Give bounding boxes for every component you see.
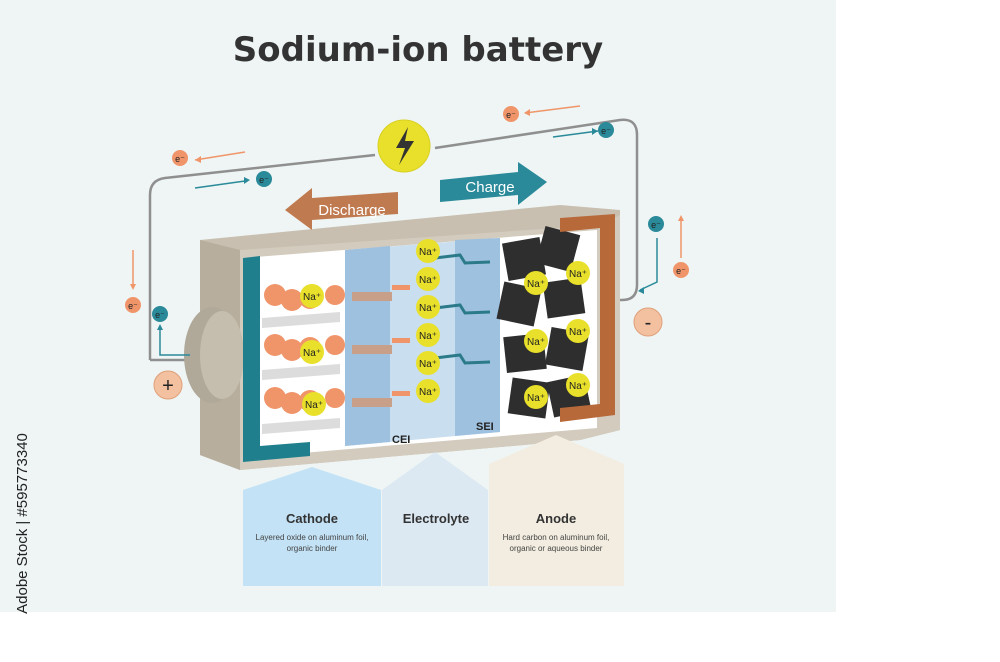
svg-text:e⁻: e⁻ [259,175,269,185]
circuit-wire [148,118,639,360]
svg-text:e⁻: e⁻ [651,220,661,230]
component-label-anode: Anode Hard carbon on aluminum foil, orga… [489,435,624,586]
cei-label: CEI [392,434,410,446]
svg-text:Na⁺: Na⁺ [305,400,323,411]
svg-text:Na⁺: Na⁺ [419,247,437,258]
svg-text:Na⁺: Na⁺ [569,381,587,392]
svg-text:Na⁺: Na⁺ [419,303,437,314]
svg-text:e⁻: e⁻ [175,154,185,164]
svg-text:Na⁺: Na⁺ [569,269,587,280]
svg-text:Na⁺: Na⁺ [527,279,545,290]
positive-sign [153,370,183,400]
anode-collector [560,214,615,422]
svg-text:e⁻: e⁻ [601,126,611,136]
svg-text:organic or aqueous binder: organic or aqueous binder [510,544,603,553]
component-label-cathode: Cathode Layered oxide on aluminum foil, … [243,467,381,586]
electron-markers: e⁻ e⁻ e⁻ e⁻ e⁻ e⁻ e⁻ e⁻ [125,105,689,356]
svg-text:Na⁺: Na⁺ [419,331,437,342]
component-label-electrolyte: Electrolyte [382,452,488,586]
svg-text:Na⁺: Na⁺ [527,393,545,404]
svg-text:Na⁺: Na⁺ [303,348,321,359]
svg-text:Na⁺: Na⁺ [419,387,437,398]
ion-arrows [352,285,410,407]
svg-text:Electrolyte: Electrolyte [403,511,469,526]
negative-sign [633,307,663,337]
discharge-label: Discharge [318,202,386,219]
charge-label: Charge [465,179,514,196]
discharge-arrow: Discharge [285,188,398,230]
svg-text:e⁻: e⁻ [155,310,165,320]
svg-text:Na⁺: Na⁺ [303,292,321,303]
cathode-collector [243,256,310,462]
page-title: Sodium-ion battery [232,30,604,70]
svg-text:Layered oxide on aluminum foil: Layered oxide on aluminum foil, [256,533,369,542]
svg-text:e⁻: e⁻ [506,110,516,120]
svg-text:+: + [162,375,174,397]
svg-text:Hard carbon on aluminum foil,: Hard carbon on aluminum foil, [503,533,610,542]
svg-text:-: - [645,312,652,334]
svg-text:Na⁺: Na⁺ [419,359,437,370]
ion-paths [434,253,491,365]
sei-layer [455,238,500,436]
svg-text:Anode: Anode [536,511,576,526]
sei-label: SEI [476,421,494,433]
svg-text:Cathode: Cathode [286,511,338,526]
svg-text:e⁻: e⁻ [676,266,686,276]
svg-text:Na⁺: Na⁺ [569,327,587,338]
charge-arrow: Charge [440,162,547,205]
svg-text:Na⁺: Na⁺ [419,275,437,286]
svg-text:organic binder: organic binder [287,544,338,553]
svg-text:Na⁺: Na⁺ [527,337,545,348]
sodium-ions: Na⁺ Na⁺ Na⁺ Na⁺ Na⁺ Na⁺ Na⁺ Na⁺ Na⁺ Na⁺ … [300,239,590,416]
svg-text:e⁻: e⁻ [128,301,138,311]
